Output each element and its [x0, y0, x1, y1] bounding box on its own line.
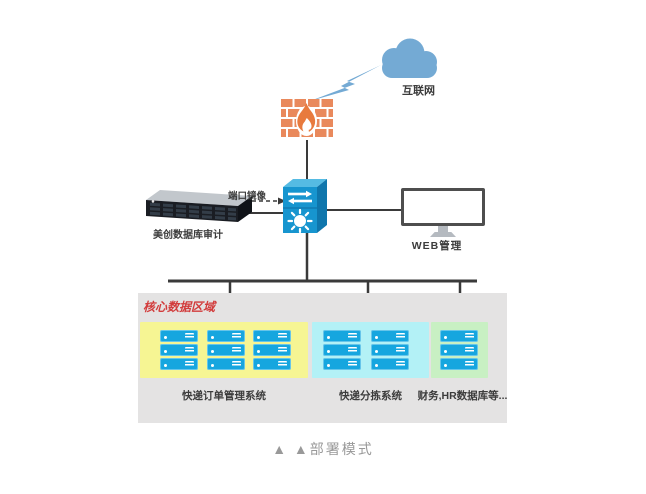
zone-order-system-label: 快递订单管理系统	[182, 390, 266, 402]
server-unit	[323, 330, 361, 342]
server-unit	[371, 330, 409, 342]
server-unit	[323, 344, 361, 356]
server-unit	[371, 344, 409, 356]
internet-label: 互联网	[402, 85, 435, 97]
internet-cloud-icon	[382, 38, 437, 78]
zone-finance-hr	[431, 322, 488, 378]
server-unit	[440, 344, 478, 356]
server-unit	[323, 358, 361, 370]
server-stack	[323, 330, 361, 372]
server-unit	[371, 358, 409, 370]
zone-sorting-system-label: 快递分拣系统	[339, 390, 402, 402]
monitor-screen	[401, 188, 485, 226]
server-unit	[160, 344, 198, 356]
network-switch-icon	[283, 179, 327, 234]
server-stack	[160, 330, 198, 372]
server-unit	[207, 330, 245, 342]
web-management-label: WEB管理	[411, 240, 463, 252]
server-unit	[207, 358, 245, 370]
firewall-icon	[281, 99, 333, 137]
server-unit	[207, 344, 245, 356]
core-zone-title: 核心数据区域	[143, 300, 216, 314]
zone-order-system	[140, 322, 308, 378]
zone-finance-hr-label: 财务,HR数据库等...	[417, 390, 508, 402]
monitor-neck	[438, 226, 448, 232]
zone-sorting-system	[312, 322, 429, 378]
core-data-zone: 核心数据区域	[138, 293, 507, 423]
web-monitor-icon	[401, 188, 485, 244]
server-unit	[440, 358, 478, 370]
audit-server-icon	[146, 190, 252, 222]
server-unit	[253, 330, 291, 342]
server-unit	[160, 330, 198, 342]
server-stack	[253, 330, 291, 372]
lightning-link-icon	[310, 65, 381, 101]
server-unit	[253, 358, 291, 370]
audit-server-label: 美创数据库审计	[153, 230, 223, 241]
port-mirror-label: 端口镜像	[228, 191, 267, 202]
server-unit	[160, 358, 198, 370]
server-stack	[440, 330, 478, 372]
server-stack	[207, 330, 245, 372]
figure-caption: ▲ ▲部署模式	[272, 441, 374, 457]
server-stack	[371, 330, 409, 372]
server-unit	[253, 344, 291, 356]
monitor-base	[430, 232, 456, 237]
server-unit	[440, 330, 478, 342]
